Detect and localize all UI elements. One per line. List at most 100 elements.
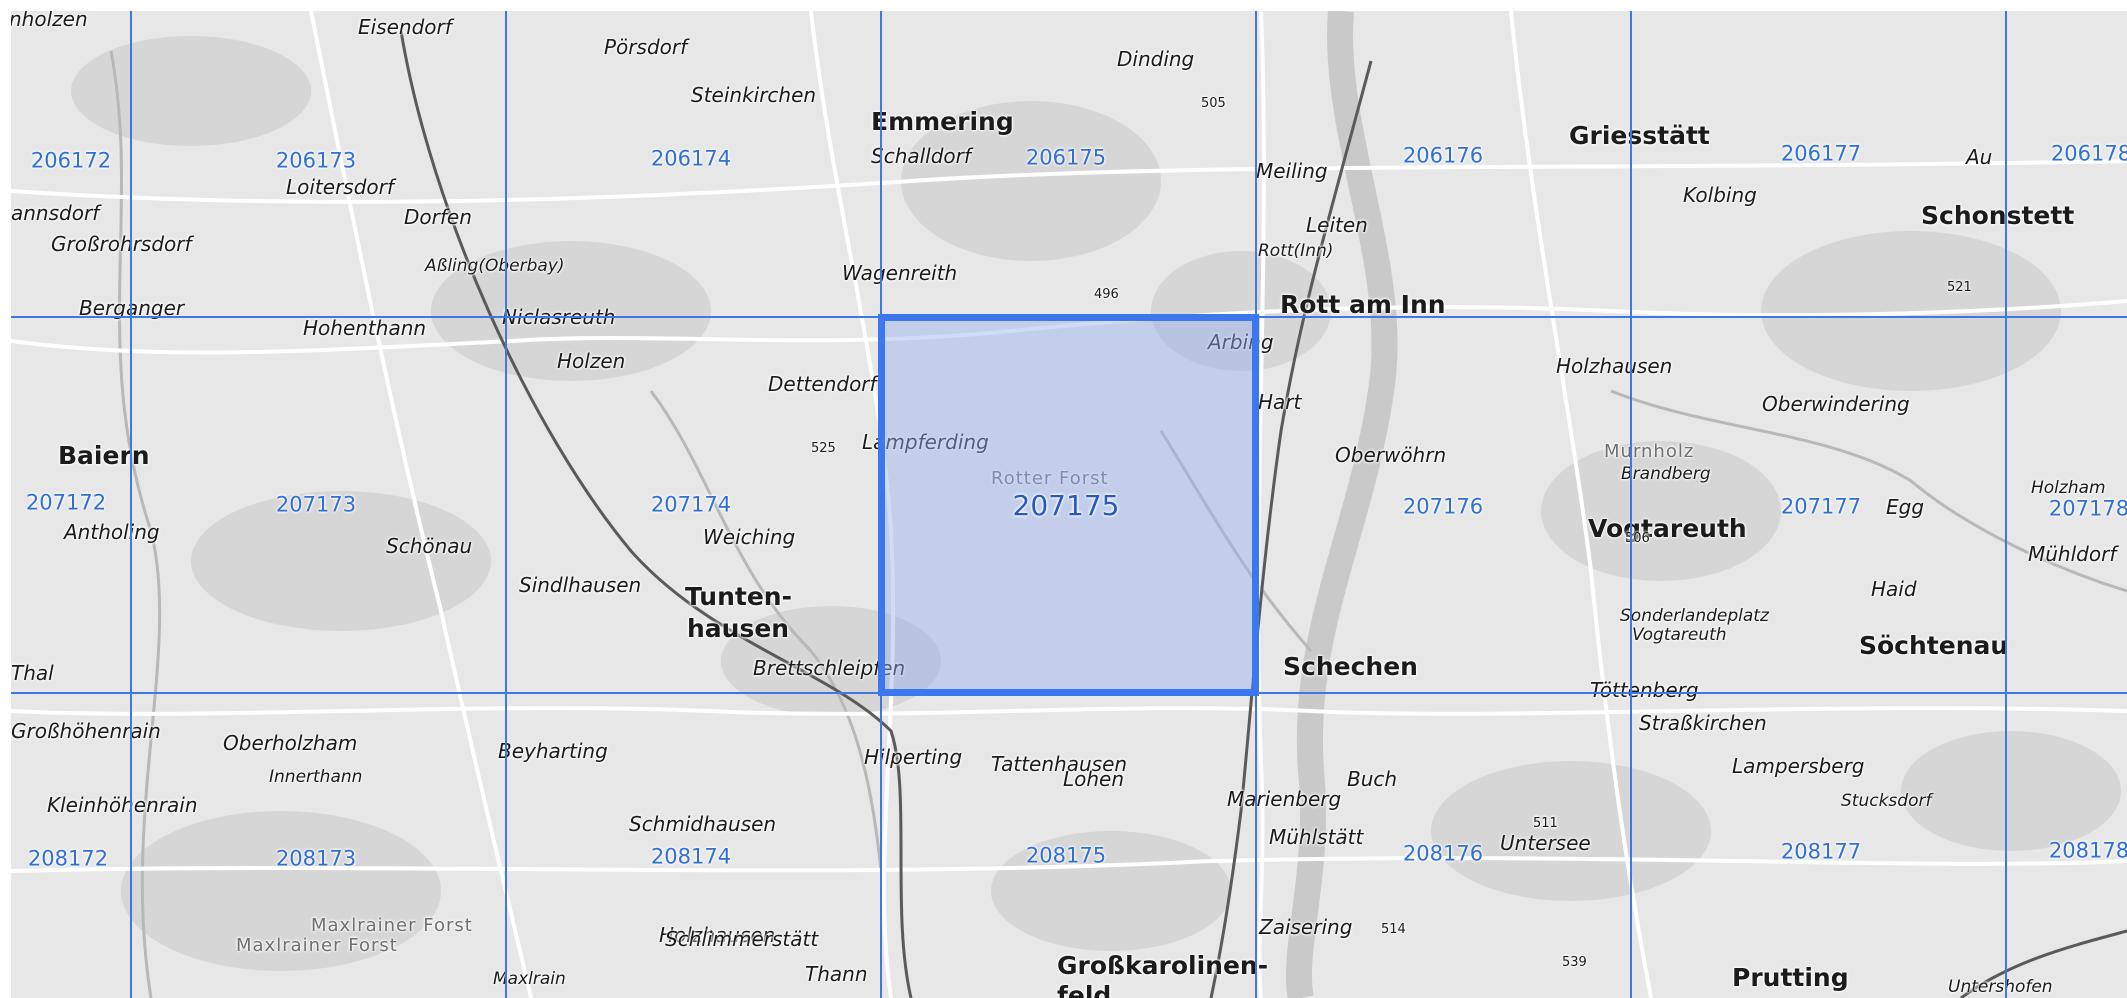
place-label: Tunten-: [685, 582, 792, 611]
place-label: Hilperting: [864, 745, 963, 769]
place-label: Kleinhöhenrain: [47, 793, 198, 817]
tile-label-207178[interactable]: 207178: [2048, 496, 2127, 521]
tile-label-208177[interactable]: 208177: [1780, 839, 1862, 864]
place-label: Weiching: [703, 525, 796, 549]
tile-label-206178[interactable]: 206178: [2050, 141, 2127, 166]
tile-label-206175[interactable]: 206175: [1025, 145, 1107, 170]
place-label: Marienberg: [1227, 787, 1342, 811]
place-label: Griesstätt: [1569, 121, 1710, 150]
place-label: Hohenthann: [303, 316, 427, 340]
elevation-label: 505: [1201, 96, 1226, 111]
grid-line-vertical: [505, 11, 507, 998]
place-label: Schönau: [386, 534, 473, 558]
place-label: Egg: [1886, 495, 1925, 519]
place-label: Großhöhenrain: [11, 719, 161, 743]
place-label: Baiern: [58, 441, 150, 470]
place-label: Thal: [11, 661, 54, 685]
place-label: Großrohrsdorf: [51, 232, 192, 256]
place-label: nholzen: [11, 11, 88, 31]
place-label: Meiling: [1256, 159, 1328, 183]
place-label: Oberholzham: [223, 731, 358, 755]
place-label: Rotter Forst: [991, 468, 1109, 489]
place-label: Untershofen: [1948, 977, 2053, 997]
place-label: Mühldorf: [2028, 542, 2117, 566]
place-label: Sindlhausen: [519, 573, 642, 597]
tile-label-208174[interactable]: 208174: [650, 844, 732, 869]
place-label: Holzhausen: [659, 923, 776, 947]
grid-line-vertical: [1630, 11, 1632, 998]
tile-label-207172[interactable]: 207172: [25, 490, 107, 515]
tile-label-208178[interactable]: 208178: [2048, 838, 2127, 863]
place-label: Prutting: [1732, 963, 1849, 992]
place-label: annsdorf: [11, 201, 100, 225]
roads: [11, 11, 2127, 998]
place-label: Schechen: [1283, 652, 1418, 681]
railways: [399, 30, 2127, 998]
place-label: Maxlrainer Forst: [311, 915, 473, 936]
place-label: Aßling(Oberbay): [425, 256, 565, 276]
tile-label-206176[interactable]: 206176: [1402, 143, 1484, 168]
tile-label-206174[interactable]: 206174: [650, 146, 732, 171]
tile-label-208172[interactable]: 208172: [27, 846, 109, 871]
place-label: Au: [1966, 145, 1993, 169]
place-label: Wagenreith: [842, 261, 958, 285]
place-label: Zaisering: [1259, 915, 1353, 939]
place-label: Hart: [1258, 390, 1302, 414]
tile-label-207175[interactable]: 207175: [1012, 489, 1120, 522]
place-label: Dinding: [1117, 47, 1195, 71]
place-label: Holzham: [2031, 478, 2106, 498]
elevation-label: 511: [1533, 816, 1558, 831]
place-label: Rott am Inn: [1280, 290, 1446, 319]
place-label: Mühlstätt: [1269, 825, 1364, 849]
place-label: Murnholz: [1604, 441, 1695, 462]
place-label: Oberwöhrn: [1335, 443, 1447, 467]
elevation-label: 511: [1533, 816, 1558, 831]
tile-label-207176[interactable]: 207176: [1402, 494, 1484, 519]
place-label: Schlimmerstätt: [665, 927, 819, 951]
place-label: Schmidhausen: [629, 812, 777, 836]
topographic-background: [11, 11, 2127, 998]
elevation-label: 506: [1625, 531, 1650, 546]
place-label: Stucksdorf: [1841, 791, 1932, 811]
place-label: Brandberg: [1621, 464, 1711, 484]
place-label: Kolbing: [1683, 183, 1757, 207]
tile-label-208175[interactable]: 208175: [1025, 843, 1107, 868]
place-label: Holzhausen: [1556, 354, 1673, 378]
place-label: Buch: [1347, 767, 1398, 791]
place-label: Brettschleipfen: [753, 656, 906, 680]
place-label: Töttenberg: [1590, 678, 1699, 702]
place-label: Schalldorf: [871, 144, 971, 168]
place-label: Maxlrain: [493, 969, 566, 989]
grid-line-vertical: [2005, 11, 2007, 998]
place-label: Vogtareuth: [1632, 625, 1727, 645]
tile-label-207177[interactable]: 207177: [1780, 494, 1862, 519]
place-label: Pörsdorf: [604, 35, 688, 59]
place-label: Holzen: [557, 349, 626, 373]
place-label: Maxlrainer Forst: [236, 935, 398, 956]
place-label: Großkarolinen-: [1057, 951, 1269, 980]
place-label: Beyharting: [498, 739, 608, 763]
place-label: Haid: [1871, 577, 1917, 601]
place-label: Antholing: [64, 520, 160, 544]
elevation-label: 521: [1947, 280, 1972, 295]
tile-label-206177[interactable]: 206177: [1780, 141, 1862, 166]
place-label: Untersee: [1500, 831, 1591, 855]
selected-tile-highlight[interactable]: [878, 314, 1259, 696]
forest-patches: [71, 36, 2121, 971]
place-label: Thann: [805, 962, 868, 986]
place-label: Leiten: [1306, 213, 1368, 237]
tile-label-206172[interactable]: 206172: [30, 148, 112, 173]
place-label: Lohen: [1063, 767, 1125, 791]
tile-label-207174[interactable]: 207174: [650, 492, 732, 517]
place-label: Tattenhausen: [991, 752, 1128, 776]
tile-label-207173[interactable]: 207173: [275, 492, 357, 517]
place-label: Steinkirchen: [691, 83, 817, 107]
tile-label-208176[interactable]: 208176: [1402, 841, 1484, 866]
elevation-label: 525: [811, 441, 836, 456]
tile-label-206173[interactable]: 206173: [275, 148, 357, 173]
place-label: Oberwindering: [1762, 392, 1910, 416]
grid-line-vertical: [130, 11, 132, 998]
tile-label-208173[interactable]: 208173: [275, 846, 357, 871]
